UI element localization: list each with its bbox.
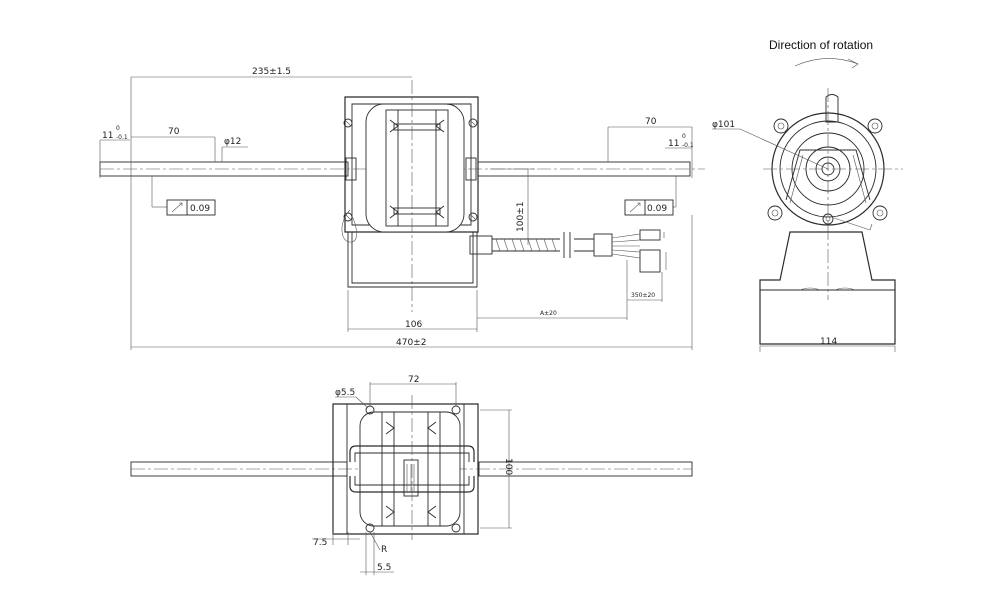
front-view: 235±1.5 11 0 -0.1 70 φ12 0.09 bbox=[99, 67, 705, 350]
top-view: 72 φ5.5 100 7.5 R 5.5 bbox=[130, 375, 693, 575]
svg-text:11: 11 bbox=[102, 131, 113, 141]
svg-text:-0.1: -0.1 bbox=[682, 142, 694, 149]
svg-text:106: 106 bbox=[405, 320, 422, 330]
svg-text:-0.1: -0.1 bbox=[116, 134, 128, 141]
dimension-shaft-span: 235±1.5 bbox=[130, 67, 412, 350]
svg-text:350±20: 350±20 bbox=[631, 292, 655, 299]
rotation-arrow bbox=[794, 58, 859, 67]
svg-text:R: R bbox=[381, 545, 387, 555]
svg-text:70: 70 bbox=[168, 127, 180, 137]
dim-235: 235±1.5 bbox=[252, 67, 291, 77]
dimension-lead: A±20 bbox=[477, 260, 628, 320]
lead-cable bbox=[469, 229, 667, 273]
bracket-screws bbox=[343, 118, 478, 222]
svg-text:5.5: 5.5 bbox=[377, 563, 391, 573]
mount-hole-right bbox=[451, 405, 461, 415]
dimension-shaft-left-70: 70 bbox=[131, 127, 216, 162]
dimension-foot-offset: 7.5 bbox=[312, 532, 360, 548]
rotation-title: Direction of rotation bbox=[769, 38, 873, 52]
dimension-shaft-right-70: 70 bbox=[607, 117, 692, 162]
dim-114: 114 bbox=[820, 337, 837, 347]
dimension-tolerance-left: 11 0 -0.1 bbox=[99, 125, 130, 178]
svg-text:100±1: 100±1 bbox=[516, 202, 526, 232]
runout-left: 0.09 bbox=[151, 176, 216, 216]
dimension-mount-height: 100 bbox=[480, 409, 513, 529]
motor-body bbox=[365, 103, 465, 233]
svg-text:100: 100 bbox=[503, 458, 513, 475]
dimension-diameter: φ12 bbox=[221, 137, 248, 162]
side-view: Direction of rotation bbox=[712, 38, 903, 352]
dimension-body-width: 106 bbox=[347, 290, 478, 332]
dimension-tolerance-right: 11 0 -0.1 bbox=[665, 127, 694, 178]
svg-text:0.09: 0.09 bbox=[190, 204, 210, 214]
svg-text:0: 0 bbox=[116, 125, 120, 132]
side-ears bbox=[767, 118, 888, 225]
side-base bbox=[759, 231, 896, 345]
runout-right: 0.09 bbox=[624, 176, 677, 216]
svg-text:470±2: 470±2 bbox=[396, 338, 426, 348]
svg-text:A±20: A±20 bbox=[540, 310, 557, 317]
svg-text:72: 72 bbox=[408, 375, 419, 385]
svg-text:φ12: φ12 bbox=[224, 137, 241, 147]
svg-text:0: 0 bbox=[682, 133, 686, 140]
svg-text:11: 11 bbox=[668, 139, 679, 149]
dimension-slot: 5.5 bbox=[360, 532, 394, 575]
svg-text:0.09: 0.09 bbox=[647, 204, 667, 214]
dimension-connector: 350±20 bbox=[627, 272, 663, 302]
dimension-hole-dia: φ5.5 bbox=[335, 388, 369, 409]
stand bbox=[347, 232, 478, 288]
top-bracket bbox=[332, 403, 479, 535]
mounting-bracket bbox=[344, 96, 479, 233]
top-motor-body bbox=[359, 411, 461, 527]
dimension-height: 100±1 bbox=[490, 168, 535, 245]
svg-text:φ5.5: φ5.5 bbox=[335, 388, 355, 398]
dimension-hole-spacing: 72 bbox=[369, 375, 457, 406]
svg-text:7.5: 7.5 bbox=[313, 538, 327, 548]
dimension-overall: 470±2 bbox=[131, 215, 693, 350]
name-plate bbox=[403, 459, 419, 497]
dimension-radius: R bbox=[369, 531, 387, 555]
dim-phi101: φ101 bbox=[712, 120, 735, 130]
winding-clamps bbox=[389, 119, 445, 219]
svg-text:70: 70 bbox=[645, 117, 657, 127]
